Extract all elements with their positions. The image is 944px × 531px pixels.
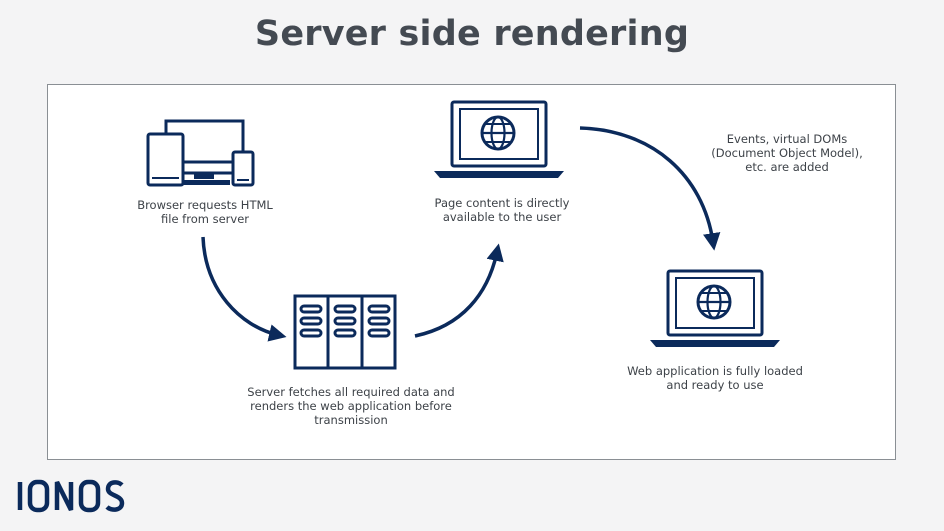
caption-events: Events, virtual DOMs (Document Object Mo… [711,132,863,174]
devices-icon [146,119,255,187]
arrow-server-to-page [414,243,504,338]
caption-page-content: Page content is directly available to th… [434,196,570,224]
laptop-globe-icon [650,269,780,347]
arrow-page-to-webapp [579,126,721,251]
ionos-logo [16,474,128,518]
arrow-browser-to-server [201,236,287,342]
page-title: Server side rendering [254,14,690,54]
server-rack-icon [293,294,397,370]
caption-web-app-loaded: Web application is fully loaded and read… [627,364,803,392]
ionos-logo-mark [17,479,125,513]
caption-browser-request: Browser requests HTML file from server [137,198,273,226]
laptop-globe-icon [434,100,564,178]
caption-server-fetch: Server fetches all required data and ren… [247,385,455,427]
